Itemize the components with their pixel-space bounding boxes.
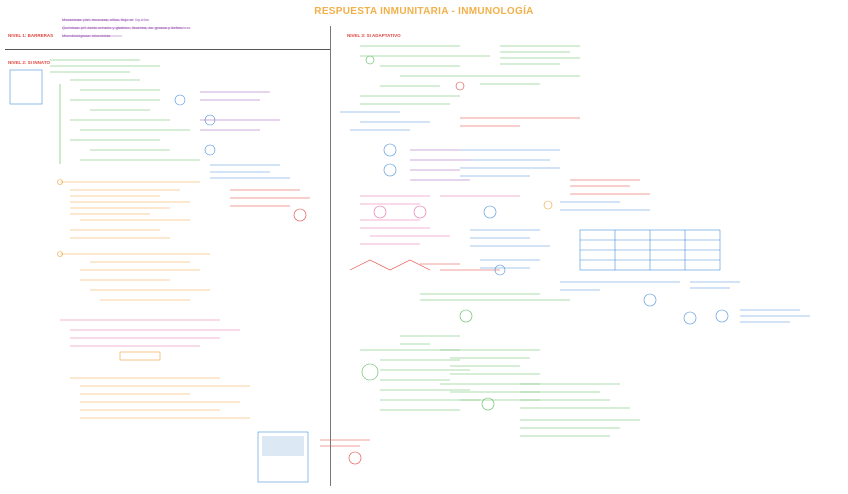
- level1-line-quimicas: Químicas: pH ácido urinario y gástrico, …: [62, 25, 191, 30]
- column-divider-vertical: [330, 26, 331, 486]
- section-divider-horizontal: [5, 49, 330, 50]
- level2-heading: NIVEL 2: SI INNATO: [8, 60, 51, 65]
- right-column-strokes: [340, 45, 810, 437]
- level1-heading: NIVEL 1: BARRERAS: [8, 33, 54, 38]
- level1-line-mecanicas: Mecánicas: piel, mucosas, cilios, flujo …: [62, 17, 149, 22]
- level3-heading: NIVEL 3: SI ADAPTATIVO: [347, 33, 401, 38]
- level1-line-microbiologicas: Microbiológicas: microbiota: [62, 33, 111, 38]
- left-column-strokes: [9, 19, 370, 483]
- page-title: RESPUESTA INMUNITARIA - INMUNOLOGÍA: [314, 6, 534, 17]
